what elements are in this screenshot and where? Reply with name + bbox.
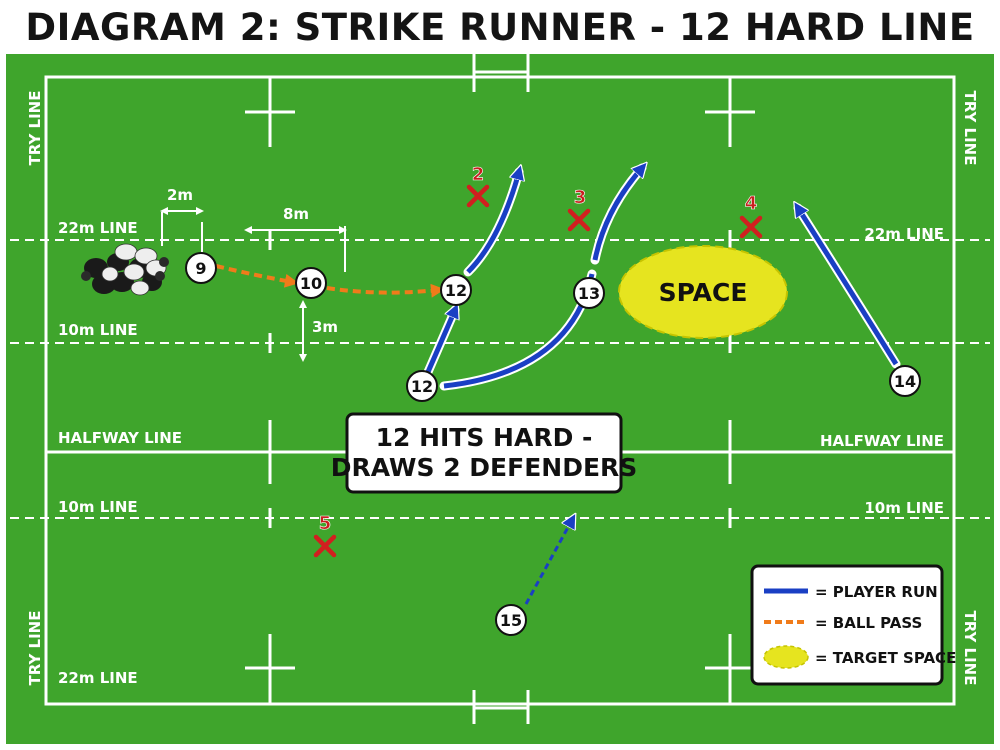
defender-2-label: 2: [472, 164, 485, 185]
player-13: 13: [573, 277, 605, 309]
goal-post-top: [472, 52, 530, 92]
space-label: SPACE: [659, 278, 748, 307]
player-13-number: 13: [578, 284, 600, 303]
player-12-start-number: 12: [411, 377, 433, 396]
goal-post-bottom: [472, 690, 530, 724]
target-space-zone: [618, 245, 788, 339]
try-line-label-top-left: TRY LINE: [26, 91, 44, 166]
halfway-label-left: HALFWAY LINE: [58, 429, 182, 447]
ball-pass-10-to-12: [326, 283, 445, 298]
callout-box: 12 HITS HARD - DRAWS 2 DEFENDERS: [331, 412, 638, 494]
line-10m-label-top: 10m LINE: [58, 321, 138, 339]
legend-run-label: = PLAYER RUN: [815, 583, 938, 601]
player-10-number: 10: [300, 274, 322, 293]
defender-4-label: 4: [745, 193, 758, 214]
defender-5-marker: [313, 534, 337, 558]
try-line-label-bottom-left: TRY LINE: [26, 611, 44, 686]
player-10: 10: [295, 267, 327, 299]
defender-5-label: 5: [319, 513, 332, 534]
player-15-number: 15: [500, 611, 522, 630]
touchline-boundary: [44, 75, 956, 706]
defender-2-marker: [466, 184, 490, 208]
run-12-hard-line: [466, 172, 519, 274]
halfway-label-right: HALFWAY LINE: [820, 432, 944, 450]
measure-8m: [244, 226, 347, 272]
callout-line-1: 12 HITS HARD -: [376, 423, 593, 452]
scrum-players: [81, 243, 169, 296]
measure-2m-label: 2m: [167, 186, 193, 204]
player-12-receiver: 12: [440, 274, 472, 306]
line-22m-label-bottom: 22m LINE: [58, 669, 138, 687]
run-13: [592, 168, 642, 261]
try-line-label-bottom-right: TRY LINE: [961, 611, 979, 686]
defender-3-label: 3: [574, 187, 587, 208]
player-12-start: 12: [406, 370, 438, 402]
legend: = PLAYER RUN = BALL PASS = TARGET SPACE: [750, 564, 956, 686]
legend-space-label: = TARGET SPACE: [815, 649, 956, 667]
run-15-dashed: [524, 520, 572, 605]
legend-pass-label: = BALL PASS: [815, 614, 922, 632]
player-14: 14: [889, 365, 921, 397]
player-12-receiver-number: 12: [445, 281, 467, 300]
try-line-label-top-right: TRY LINE: [961, 91, 979, 166]
legend-space-swatch: [763, 645, 809, 669]
dashed-field-lines: [10, 239, 990, 519]
run-14: [798, 208, 899, 366]
player-9-number: 9: [195, 259, 206, 278]
player-14-number: 14: [894, 372, 916, 391]
page-title: DIAGRAM 2: STRIKE RUNNER - 12 HARD LINE: [25, 6, 975, 49]
defender-4-marker: [739, 215, 763, 239]
line-22m-label-left: 22m LINE: [58, 219, 138, 237]
line-22m-label-right: 22m LINE: [864, 225, 944, 243]
measure-3m-label: 3m: [312, 318, 338, 336]
player-15: 15: [495, 604, 527, 636]
callout-line-2: DRAWS 2 DEFENDERS: [331, 453, 638, 482]
defender-3-marker: [567, 208, 591, 232]
ball-pass-9-to-10: [215, 264, 299, 288]
measure-8m-label: 8m: [283, 205, 309, 223]
line-10m-label-bottom-left: 10m LINE: [58, 498, 138, 516]
measure-2m: [160, 207, 204, 252]
player-9: 9: [185, 252, 217, 284]
run-12-start-to-12: [425, 310, 455, 373]
line-10m-label-bottom-right: 10m LINE: [864, 499, 944, 517]
